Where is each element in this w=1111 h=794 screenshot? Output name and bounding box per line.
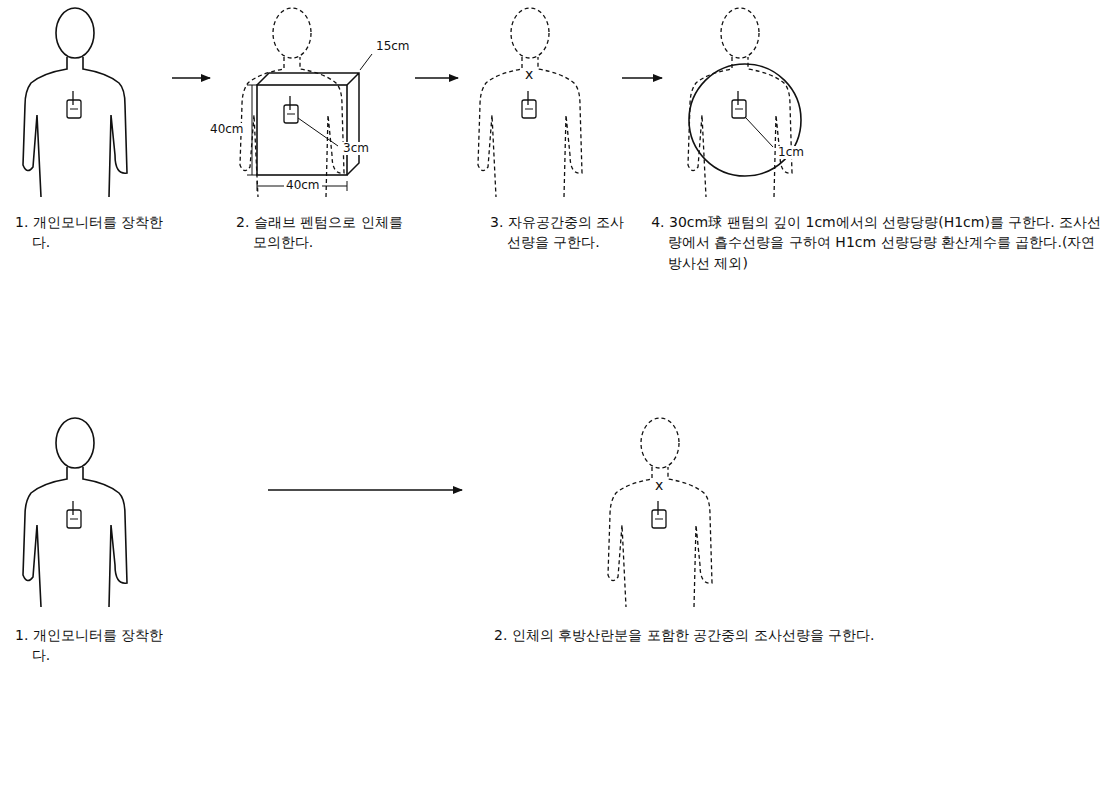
monitor [732, 91, 746, 118]
dashed-body [608, 418, 712, 607]
dashed-body [478, 8, 582, 197]
step-arrow [268, 489, 462, 490]
monitor [67, 501, 81, 528]
step-caption: 1. 개인모니터를 장착한다. [15, 212, 167, 253]
step-caption: 4. 30cm球 팬텀의 깊이 1cm에서의 선량당량(H1cm)를 구한다. … [651, 212, 1106, 273]
leader-line [746, 118, 773, 147]
dimension-label: 40cm [284, 179, 322, 192]
figure-3 [478, 8, 582, 197]
monitor [652, 501, 666, 528]
figure-b1 [23, 418, 127, 607]
figure-4 [688, 8, 801, 197]
dimension-label: 1cm [776, 146, 806, 159]
dashed-body [688, 8, 792, 197]
step-arrow [172, 77, 210, 78]
step-arrow [622, 77, 662, 78]
step-caption: 3. 자유공간중의 조사선량을 구한다. [490, 212, 632, 253]
dimension-lines [247, 54, 372, 191]
figure-2 [240, 8, 359, 197]
dim-tick [247, 85, 257, 86]
dimension-label: 40cm [208, 123, 246, 136]
dim-tick [247, 175, 257, 176]
dashed-body [240, 8, 344, 197]
dim-tick [257, 181, 258, 191]
step-caption: 1. 개인모니터를 장착한다. [15, 625, 167, 666]
measure-point: x [655, 478, 663, 492]
solid-body [23, 8, 127, 197]
step-caption: 2. 인체의 후방산란분을 포함한 공간중의 조사선량을 구한다. [494, 625, 941, 645]
measure-point: x [525, 67, 533, 81]
monitor [284, 96, 298, 123]
dimension-label: 15cm [374, 40, 412, 53]
monitor [522, 91, 536, 118]
solid-body [23, 418, 127, 607]
sphere-phantom [689, 64, 801, 176]
slab-depth [257, 73, 359, 175]
dimension-label: 3cm [341, 142, 371, 155]
figure-b2 [608, 418, 712, 607]
leader-line [360, 54, 372, 70]
step-arrow [415, 77, 458, 78]
monitor [67, 91, 81, 118]
slab-phantom [257, 85, 347, 175]
figure-1 [23, 8, 127, 197]
dim-tick [347, 181, 348, 191]
step-caption: 2. 슬래브 펜텀으로 인체를 모의한다. [236, 212, 413, 253]
leader-line [298, 118, 338, 146]
dim-line [252, 85, 253, 175]
